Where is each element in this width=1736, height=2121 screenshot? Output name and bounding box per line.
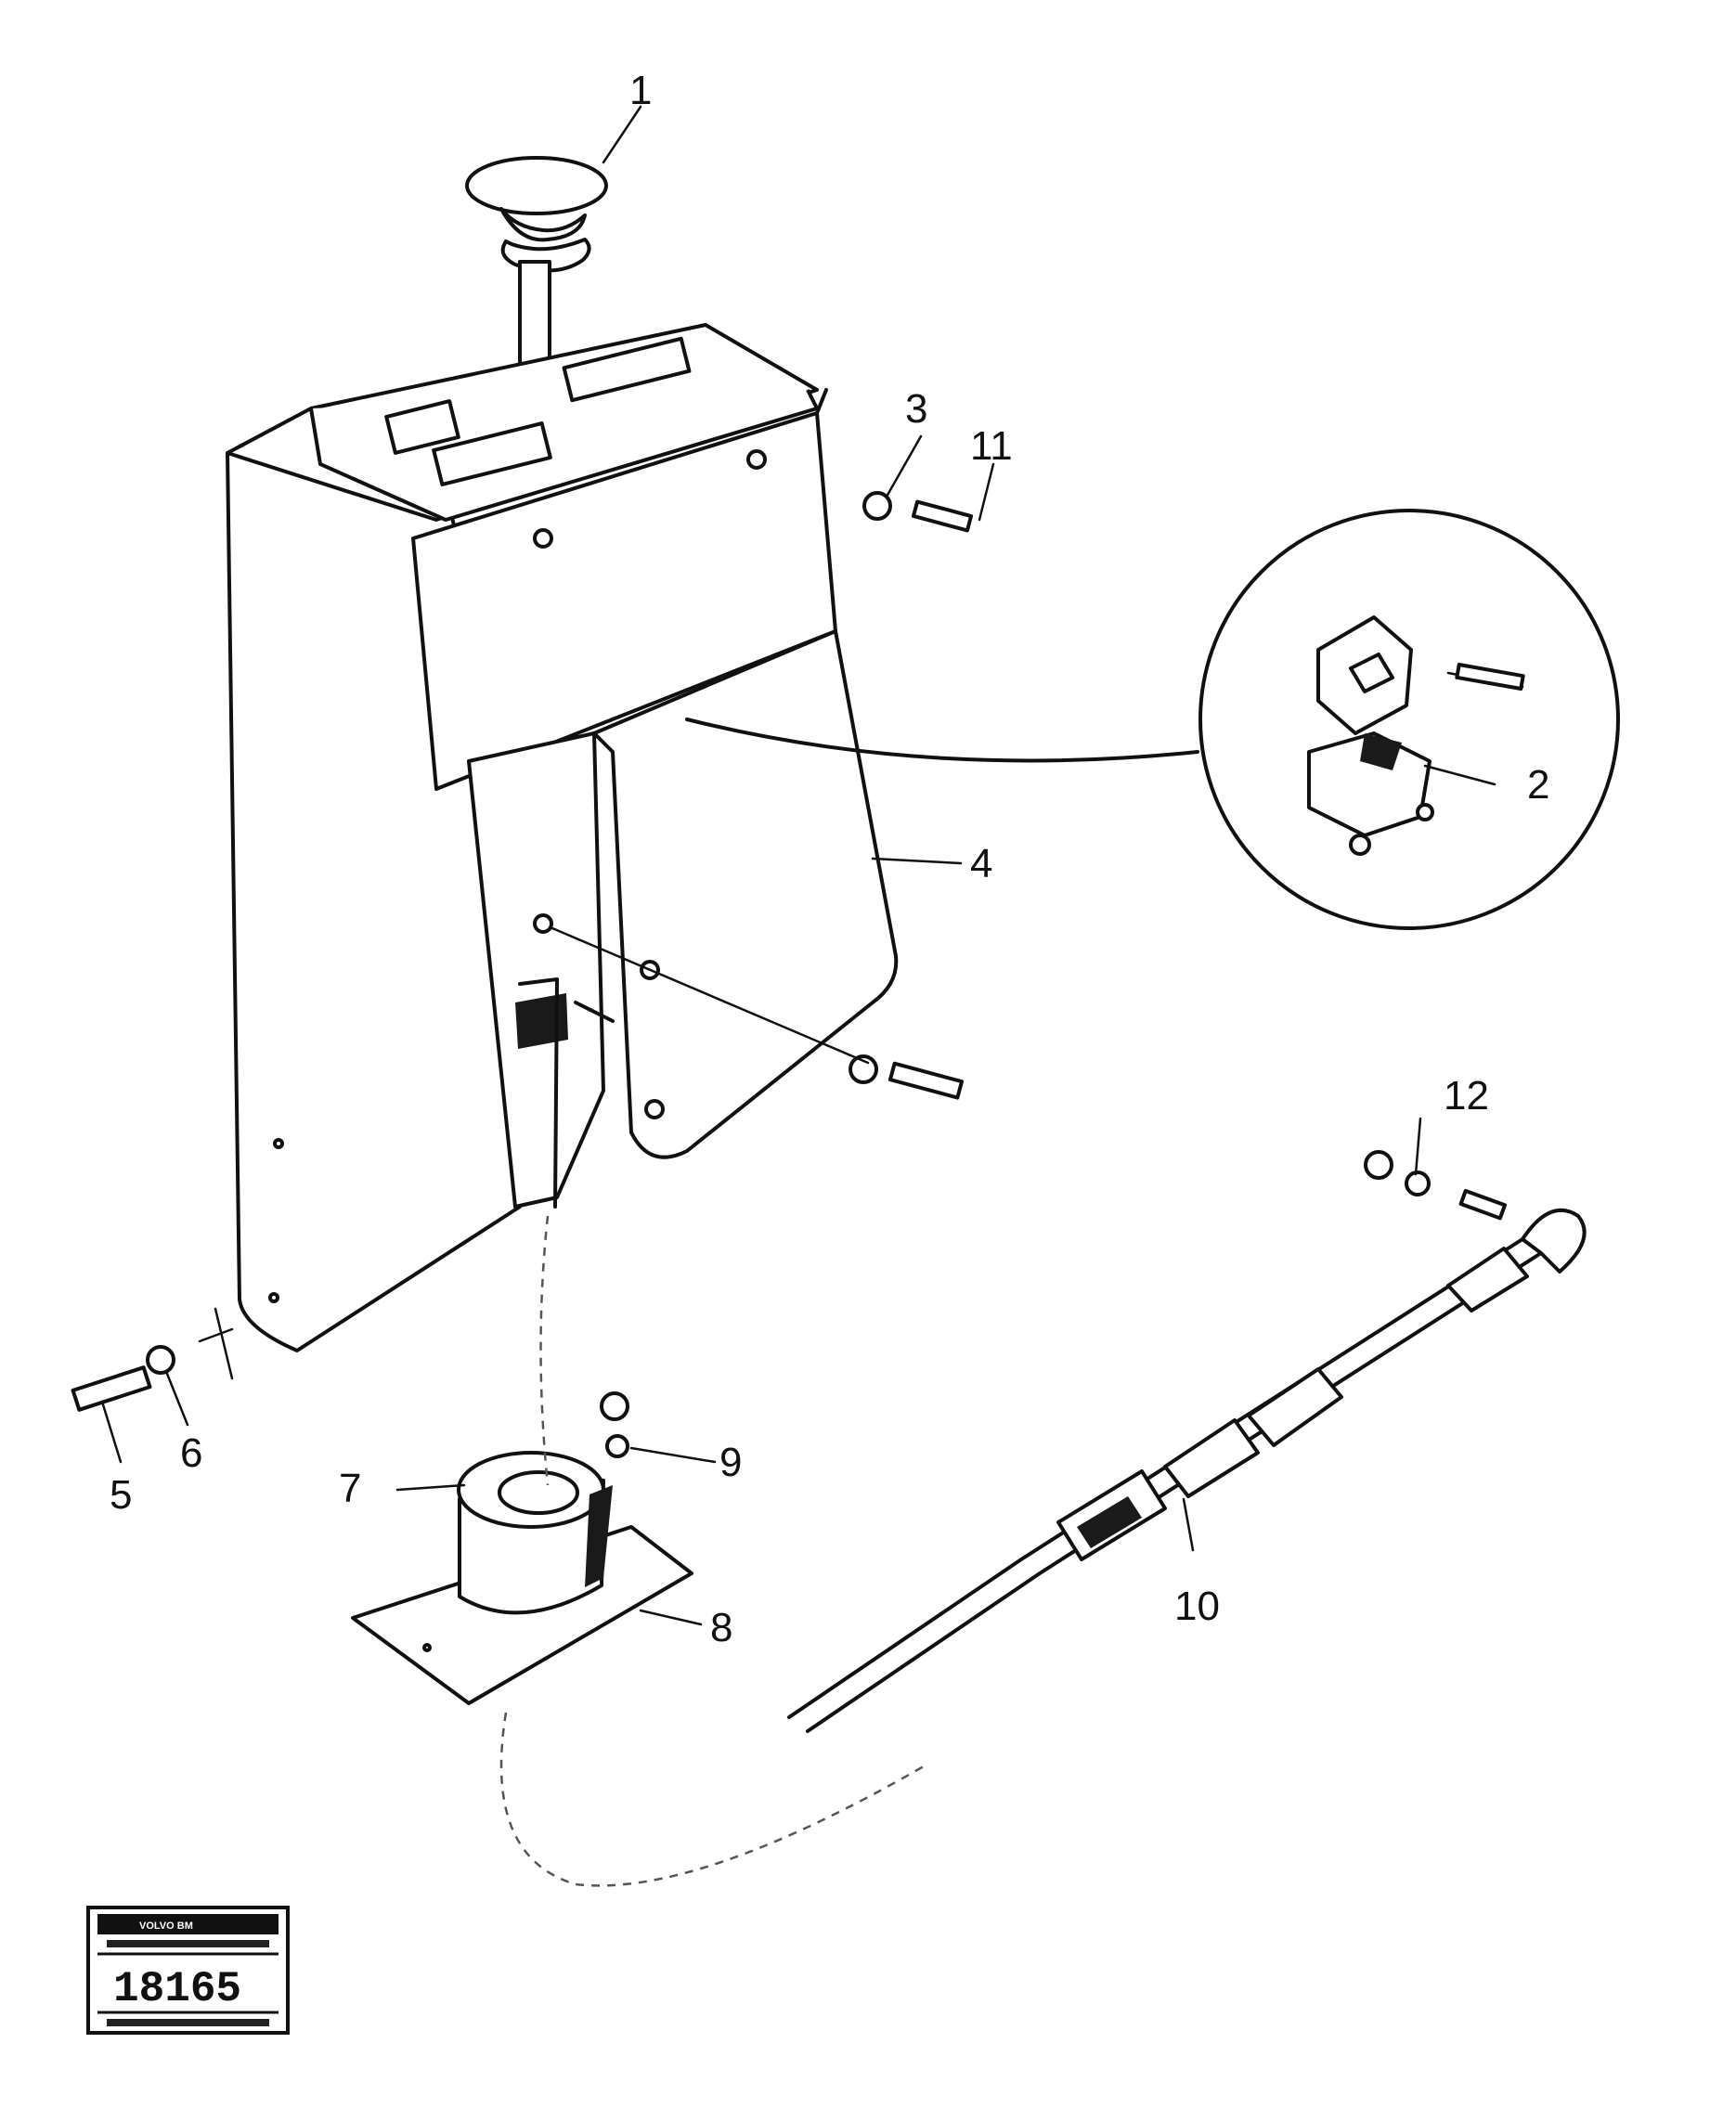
callout-5: 5 xyxy=(110,1472,132,1518)
console-housing xyxy=(226,323,899,1352)
callout-2: 2 xyxy=(1527,762,1549,808)
callout-10: 10 xyxy=(1174,1584,1220,1629)
shift-knob xyxy=(465,156,608,366)
callout-11: 11 xyxy=(970,423,1013,469)
callout-6: 6 xyxy=(180,1430,202,1476)
screw-washer-left xyxy=(71,1307,234,1412)
callout-9: 9 xyxy=(719,1440,742,1485)
stamp-brand: VOLVO BM xyxy=(139,1921,193,1932)
switch-cable xyxy=(685,718,1199,763)
switch-detail-inset xyxy=(1198,509,1620,930)
leader-lines xyxy=(100,105,1496,1626)
stamp-number: 18165 xyxy=(113,1965,241,2013)
callout-7: 7 xyxy=(339,1466,361,1511)
callout-numbers: 1 2 3 4 5 6 7 8 9 10 11 12 xyxy=(110,68,1549,1650)
callout-4: 4 xyxy=(970,841,992,886)
callout-1: 1 xyxy=(629,68,652,113)
reference-stamp: VOLVO BM 18165 xyxy=(86,1906,290,2035)
shift-base-assembly xyxy=(351,1391,693,1705)
callout-8: 8 xyxy=(710,1605,732,1650)
screw-washer-top-right xyxy=(862,491,974,533)
callout-12: 12 xyxy=(1444,1073,1489,1119)
push-pull-cable xyxy=(787,1150,1587,1733)
callout-3: 3 xyxy=(905,386,927,432)
screw-washer-mid-right xyxy=(551,926,965,1100)
routing-dashed-lines xyxy=(499,1215,929,1887)
